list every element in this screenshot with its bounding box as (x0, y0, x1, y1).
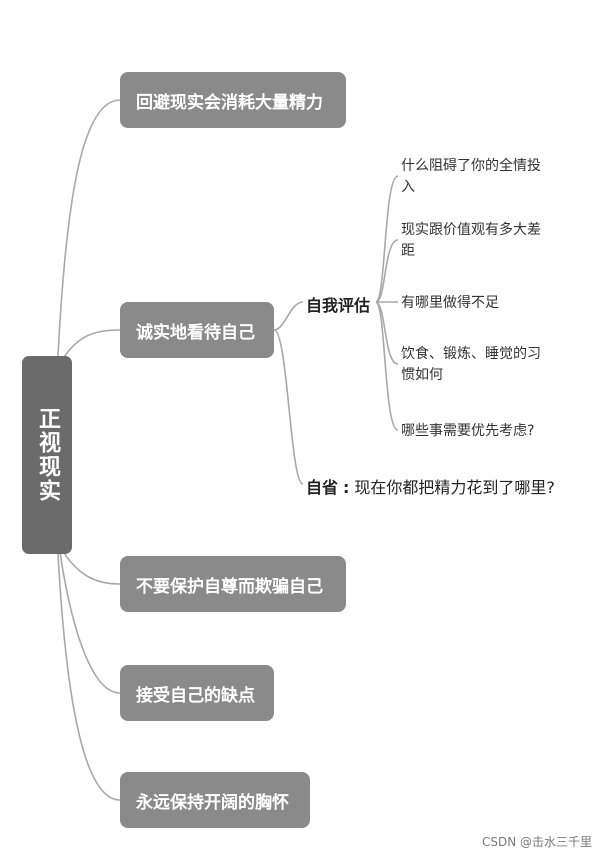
leaf-shortcomings: 有哪里做得不足 (401, 295, 499, 311)
leaf-priorities: 哪些事需要优先考虑? (401, 423, 535, 439)
connector-leaf-5 (375, 301, 399, 431)
connector-leaf-1 (375, 175, 399, 303)
branch-open-mind: 永远保持开阔的胸怀 (120, 772, 310, 828)
connector-leaf-2 (375, 239, 399, 303)
connector-leaf-4 (375, 301, 399, 365)
branch-avoid-reality: 回避现实会消耗大量精力 (120, 72, 346, 128)
self-assess-label: 自我评估 (306, 296, 371, 315)
branch-label: 接受自己的缺点 (136, 685, 255, 706)
connector-root-branch-3 (61, 549, 121, 585)
connector-root-branch-4 (59, 551, 121, 694)
connector-honest-reflect (273, 329, 304, 485)
connector-root-branch-5 (57, 553, 121, 801)
root-node: 正视现实 (22, 356, 72, 554)
root-label: 正视现实 (35, 407, 60, 503)
leaf-value-gap: 现实跟价值观有多大差距 (401, 222, 541, 259)
branch-label: 诚实地看待自己 (136, 322, 255, 343)
leaf-habits: 饮食、锻炼、睡觉的习惯如何 (401, 346, 541, 383)
reflect-node: 自省:现在你都把精力花到了哪里? (306, 474, 555, 498)
branch-label: 回避现实会消耗大量精力 (136, 92, 323, 113)
connector-root-branch-1 (57, 99, 121, 357)
connector-honest-self-assess (273, 301, 304, 331)
branch-no-self-deception: 不要保护自尊而欺骗自己 (120, 556, 346, 612)
leaf-obstacles: 什么阻碍了你的全情投入 (401, 158, 541, 195)
branch-accept-flaws: 接受自己的缺点 (120, 665, 274, 721)
branch-label: 不要保护自尊而欺骗自己 (136, 576, 323, 597)
branch-label: 永远保持开阔的胸怀 (136, 792, 289, 813)
watermark: CSDN @击水三千里 (481, 835, 592, 849)
reflect-label: 自省 (306, 478, 339, 497)
branch-honest-self: 诚实地看待自己 (120, 302, 274, 358)
connector-root-branch-2 (61, 329, 121, 361)
reflect-colon: : (343, 478, 350, 497)
reflect-text: 现在你都把精力花到了哪里? (354, 478, 555, 497)
